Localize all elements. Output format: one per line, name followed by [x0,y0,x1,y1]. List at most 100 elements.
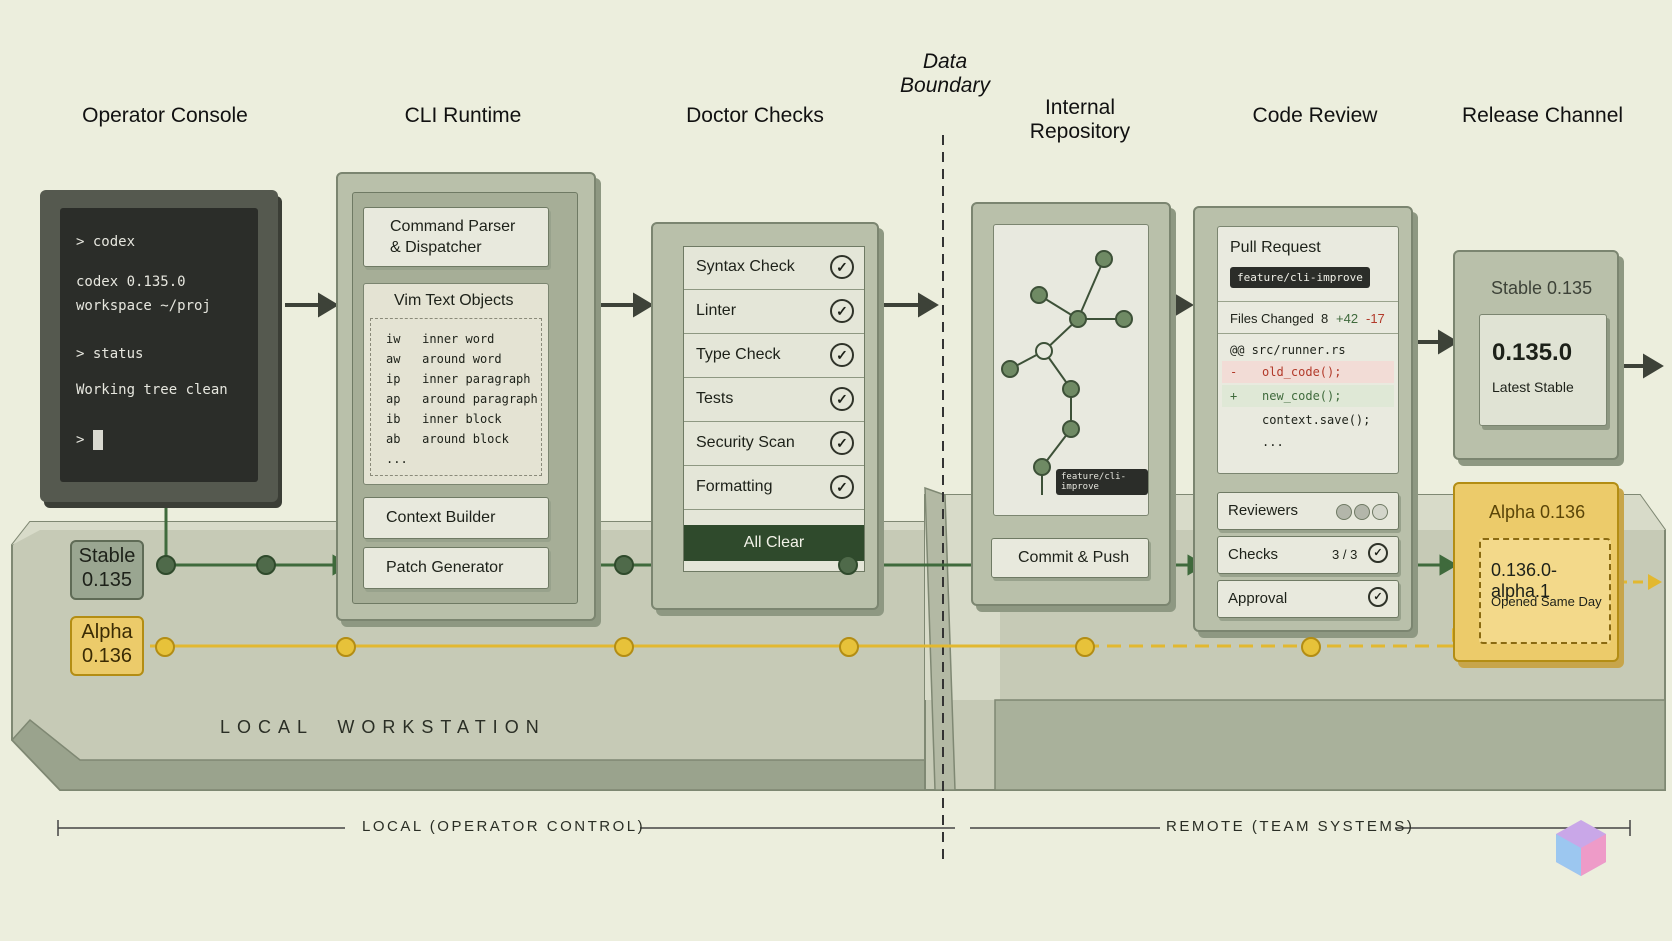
check-row-tests: Tests✓ [684,379,864,422]
diff-marker: + [1230,389,1238,403]
context-builder-block[interactable]: Context Builder [363,497,549,539]
header-cli-runtime: CLI Runtime [404,104,522,127]
vim-row: aw around word [386,352,502,366]
approval-row[interactable]: Approval ✓ [1217,580,1399,618]
diff-context-line: context.save(); [1262,413,1371,427]
check-row-security-scan: Security Scan✓ [684,423,864,466]
commit-node[interactable] [1030,286,1048,304]
pr-branch-badge: feature/cli-improve [1230,267,1370,288]
branch-label: feature/cli-improve [1056,469,1148,495]
reviewers-row[interactable]: Reviewers [1217,492,1399,530]
header-internal-repository: Internal Repository [1029,96,1131,143]
check-icon: ✓ [830,431,854,455]
commit-node[interactable] [1069,310,1087,328]
diff-added-row [1222,385,1394,407]
stable-sub: Latest Stable [1492,379,1574,395]
alpha-version-card: 0.136.0-alpha.1 Opened Same Day [1479,538,1611,644]
local-scope-label: LOCAL (OPERATOR CONTROL) [362,818,646,835]
alpha-release-panel: Alpha 0.136 0.136.0-alpha.1 Opened Same … [1453,482,1619,662]
vim-row: iw inner word [386,332,495,346]
check-icon: ✓ [830,299,854,323]
terminal-screen[interactable]: > codex codex 0.135.0 workspace ~/proj >… [60,208,258,482]
alpha-track-node[interactable] [839,637,859,657]
check-icon: ✓ [1368,543,1388,563]
vim-text-objects-card: Vim Text Objects iw inner word aw around… [363,283,549,485]
stable-track-node[interactable] [614,555,634,575]
check-icon: ✓ [830,343,854,367]
cli-runtime-panel: Command Parser & Dispatcher Vim Text Obj… [336,172,596,621]
alpha-version: 0.136.0-alpha.1 [1491,560,1558,601]
local-workstation-label: LOCAL WORKSTATION [220,717,546,737]
commit-graph-card: feature/cli-improve [993,224,1149,516]
terminal-line: > codex [76,234,136,250]
stable-track-node[interactable] [838,555,858,575]
alpha-sub: Opened Same Day [1491,594,1602,609]
alpha-track-node[interactable] [336,637,356,657]
vim-row: ip inner paragraph [386,372,531,386]
cursor-icon [92,430,103,450]
header-doctor-checks: Doctor Checks [686,104,824,127]
additions-count: +42 [1336,311,1359,326]
check-row-formatting: Formatting✓ [684,467,864,510]
all-clear-banner: All Clear [684,525,864,561]
alpha-track-node[interactable] [155,637,175,657]
avatar [1372,504,1388,520]
commit-node[interactable] [1001,360,1019,378]
alpha-track-node[interactable] [614,637,634,657]
check-row-linter: Linter✓ [684,291,864,334]
terminal-prompt: > [76,430,103,450]
check-icon: ✓ [1368,587,1388,607]
avatar [1336,504,1352,520]
terminal-line: codex 0.135.0 [76,274,186,290]
terminal-line: > status [76,346,144,362]
vim-row: ib inner block [386,412,502,426]
patch-generator-block[interactable]: Patch Generator [363,547,549,589]
vim-more: ... [386,452,408,466]
cube-logo [1556,820,1606,876]
alpha-release-title: Alpha 0.136 [1489,502,1586,522]
deletions-count: -17 [1366,311,1385,326]
files-changed: Files Changed 8 [1230,311,1329,326]
checks-list: Syntax Check✓ Linter✓ Type Check✓ Tests✓… [683,246,865,572]
stable-track-node[interactable] [156,555,176,575]
commit-node[interactable] [1035,342,1053,360]
stable-release-panel: Stable 0.135 0.135.0 Latest Stable [1453,250,1619,460]
header-operator-console: Operator Console [82,104,248,127]
check-row-type-check: Type Check✓ [684,335,864,378]
vim-row: ab around block [386,432,509,446]
cli-runtime-frame: Command Parser & Dispatcher Vim Text Obj… [352,192,578,604]
alpha-track-node[interactable] [1075,637,1095,657]
alpha-badge: Alpha 0.136 [70,616,144,676]
header-data-boundary: Data Boundary [900,50,990,97]
check-row-syntax: Syntax Check✓ [684,247,864,290]
diff-more: ... [1262,435,1284,449]
commit-node[interactable] [1062,420,1080,438]
diff-marker: - [1230,365,1238,379]
commit-node[interactable] [1062,380,1080,398]
check-icon: ✓ [830,255,854,279]
diff-file: @@ src/runner.rs [1230,343,1346,357]
remote-scope-label: REMOTE (TEAM SYSTEMS) [1166,818,1415,835]
diff-removed-line: old_code(); [1262,365,1342,379]
diff-removed-row [1222,361,1394,383]
stable-badge: Stable 0.135 [70,540,144,600]
check-icon: ✓ [830,475,854,499]
terminal-line: workspace ~/proj [76,298,211,314]
terminal-line: Working tree clean [76,382,228,398]
alpha-track-node[interactable] [1301,637,1321,657]
code-review-panel: Pull Request feature/cli-improve Files C… [1193,206,1413,632]
commit-node[interactable] [1115,310,1133,328]
vim-row: ap around paragraph [386,392,538,406]
commit-node[interactable] [1033,458,1051,476]
stable-track-node[interactable] [256,555,276,575]
operator-console-monitor: > codex codex 0.135.0 workspace ~/proj >… [40,190,278,502]
commit-push-button[interactable]: Commit & Push [991,538,1149,578]
vim-text-objects-title: Vim Text Objects [394,292,514,309]
pull-request-title: Pull Request [1230,239,1321,256]
internal-repository-panel: feature/cli-improve Commit & Push [971,202,1171,606]
commit-node[interactable] [1095,250,1113,268]
stable-version-card: 0.135.0 Latest Stable [1479,314,1607,426]
command-parser-block[interactable]: Command Parser & Dispatcher [363,207,549,267]
vim-list-frame [370,318,542,476]
checks-row[interactable]: Checks 3 / 3 ✓ [1217,536,1399,574]
